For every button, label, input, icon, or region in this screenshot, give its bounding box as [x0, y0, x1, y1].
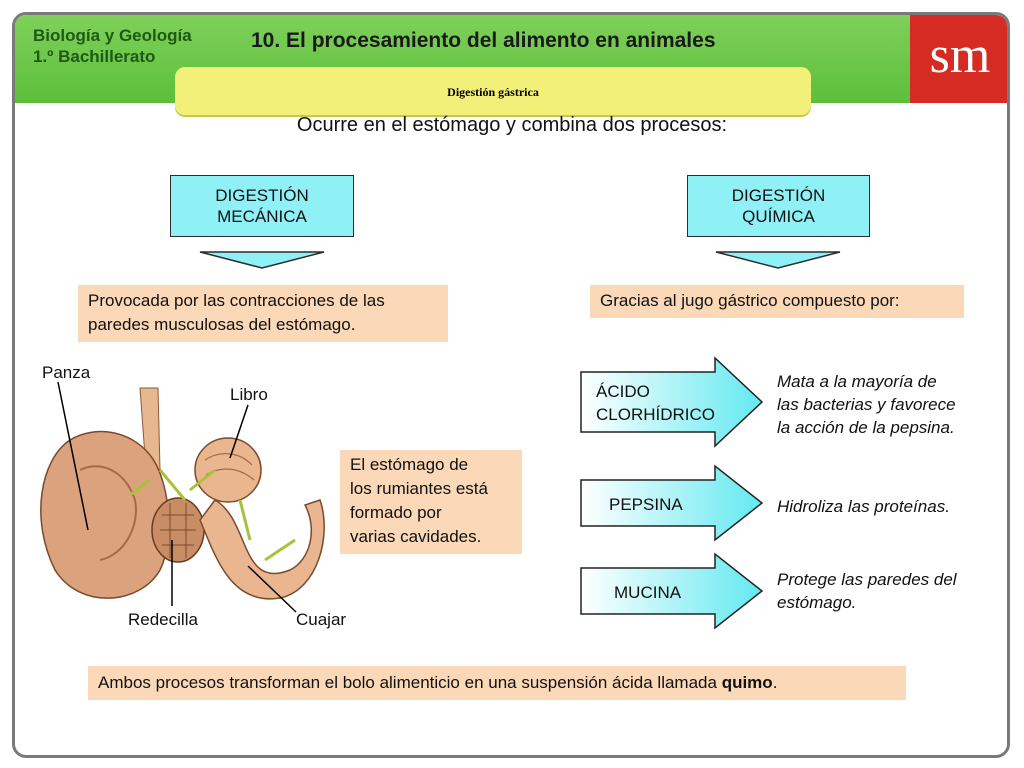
- label-cuajar: Cuajar: [296, 610, 347, 629]
- mechanical-title-line-1: DIGESTIÓN: [215, 186, 309, 205]
- subtitle: Digestión gástrica: [447, 85, 539, 99]
- pepsina-label: PEPSINA: [609, 495, 683, 514]
- ruminant-note: El estómago de los rumiantes está formad…: [340, 450, 522, 554]
- subtitle-bar: Digestión gástrica: [175, 67, 811, 115]
- mucina-description: Protege las paredes del estómago.: [777, 568, 957, 614]
- chemical-description: Gracias al jugo gástrico compuesto por:: [590, 285, 964, 318]
- acido-description-line-3: la acción de la pepsina.: [777, 418, 955, 437]
- chemical-title-line-1: DIGESTIÓN: [731, 186, 826, 205]
- acido-label-line-1: ÁCIDO: [596, 382, 650, 401]
- acido-description-line-2: las bacterias y favorece: [777, 395, 956, 414]
- label-libro: Libro: [230, 385, 268, 404]
- pepsina-description: Hidroliza las proteínas.: [777, 497, 950, 516]
- subject-line-2: 1.º Bachillerato: [33, 47, 156, 66]
- acido-description: Mata a la mayoría de las bacterias y fav…: [777, 370, 956, 439]
- acido-label-line-2: CLORHÍDRICO: [596, 405, 716, 424]
- label-redecilla: Redecilla: [128, 610, 198, 629]
- chemical-title-line-2: QUÍMICA: [742, 207, 815, 226]
- slide-frame: Biología y Geología 1.º Bachillerato 10.…: [12, 12, 1010, 758]
- ruminant-note-line-4: varias cavidades.: [350, 527, 482, 546]
- subject-label: Biología y Geología 1.º Bachillerato: [33, 25, 192, 67]
- mechanical-title-line-2: MECÁNICA: [217, 207, 307, 226]
- subject-line-1: Biología y Geología: [33, 26, 192, 45]
- mechanical-description-line-2: paredes musculosas del estómago.: [88, 315, 356, 334]
- label-panza: Panza: [42, 363, 91, 382]
- conclusion-keyword: quimo: [721, 673, 773, 692]
- conclusion-text: Ambos procesos transforman el bolo alime…: [98, 673, 722, 692]
- ruminant-note-line-1: El estómago de: [350, 455, 469, 474]
- conclusion-box: Ambos procesos transforman el bolo alime…: [88, 666, 906, 700]
- mechanical-description: Provocada por las contracciones de las p…: [78, 285, 448, 342]
- acido-label: ÁCIDO CLORHÍDRICO: [596, 380, 715, 426]
- mucina-label: MUCINA: [614, 583, 682, 602]
- acido-description-line-1: Mata a la mayoría de: [777, 372, 937, 391]
- chemical-digestion-box: DIGESTIÓN QUÍMICA: [687, 175, 870, 237]
- chemical-description-text: Gracias al jugo gástrico compuesto por:: [600, 291, 900, 310]
- ruminant-note-line-2: los rumiantes está: [350, 479, 488, 498]
- ruminant-note-line-3: formado por: [350, 503, 442, 522]
- mechanical-description-line-1: Provocada por las contracciones de las: [88, 291, 385, 310]
- intro-text: Ocurre en el estómago y combina dos proc…: [296, 114, 728, 136]
- mucina-description-line-1: Protege las paredes del: [777, 570, 957, 589]
- publisher-logo: sm: [910, 15, 1007, 103]
- mechanical-digestion-box: DIGESTIÓN MECÁNICA: [170, 175, 354, 237]
- page-title: 10. El procesamiento del alimento en ani…: [251, 29, 716, 52]
- mucina-description-line-2: estómago.: [777, 593, 857, 612]
- conclusion-end: .: [772, 673, 778, 692]
